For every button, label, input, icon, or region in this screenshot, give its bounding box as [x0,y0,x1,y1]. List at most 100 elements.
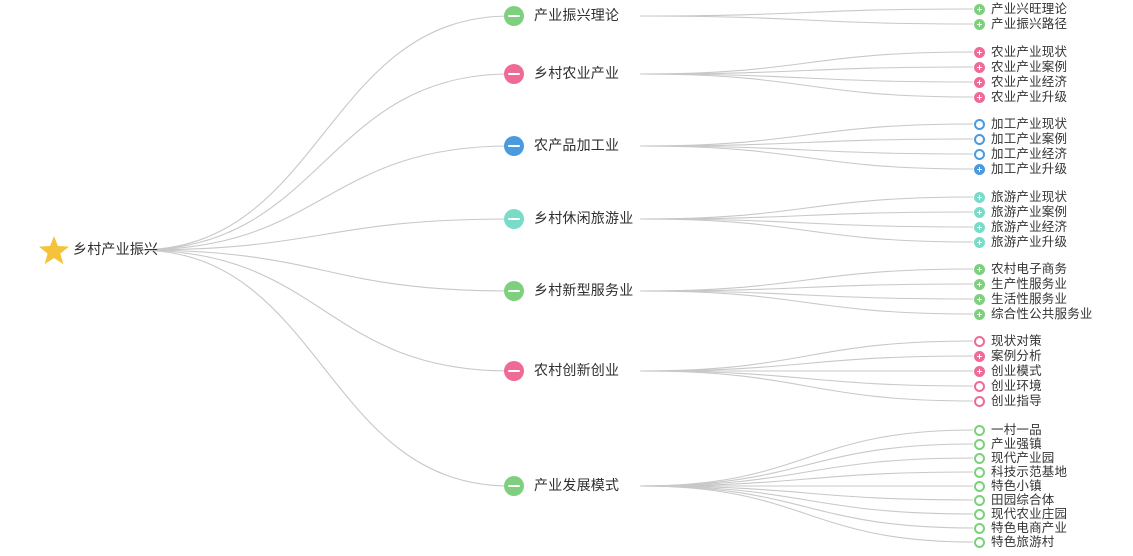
leaf-node[interactable]: 创业指导 [974,394,1042,408]
collapse-toggle-icon[interactable] [504,476,524,496]
branch-node[interactable]: 产业振兴理论 [504,6,619,26]
branch-node[interactable]: 乡村休闲旅游业 [504,209,633,229]
leaf-bullet-icon[interactable] [974,466,985,478]
expand-toggle-icon[interactable] [974,236,985,248]
leaf-node[interactable]: 农村电子商务 [974,261,1068,276]
connector-path [639,485,974,529]
expand-toggle-icon[interactable] [974,365,985,377]
leaf-node[interactable]: 农业产业经济 [974,75,1067,89]
leaf-node[interactable]: 加工产业案例 [974,132,1067,146]
root-node[interactable]: 乡村产业振兴 [38,234,158,266]
leaf-node[interactable]: 生活性服务业 [974,291,1068,306]
expand-toggle-icon[interactable] [974,221,985,233]
leaf-bullet-icon[interactable] [974,480,985,492]
branch-node[interactable]: 农村创新创业 [504,361,619,381]
leaf-bullet-icon[interactable] [974,424,985,436]
expand-toggle-icon[interactable] [974,308,985,320]
branch-label: 乡村农业产业 [534,66,620,82]
collapse-toggle-icon[interactable] [504,281,524,301]
leaf-bullet-icon[interactable] [974,395,985,407]
expand-toggle-icon[interactable] [974,350,985,362]
leaf-node[interactable]: 综合性公共服务业 [974,306,1093,321]
expand-toggle-icon[interactable] [974,18,985,30]
leaf-bullet-icon[interactable] [974,536,985,548]
leaf-label: 农业产业案例 [991,59,1068,74]
leaf-label: 案例分析 [991,348,1042,363]
leaf-bullet-icon[interactable] [974,508,985,520]
expand-toggle-icon[interactable] [974,91,985,103]
leaf-bullet-icon[interactable] [974,494,985,506]
star-icon [38,234,70,266]
leaf-node[interactable]: 田园综合体 [974,493,1055,507]
leaf-node[interactable]: 现状对策 [974,333,1042,348]
expand-toggle-icon[interactable] [974,191,985,203]
expand-toggle-icon[interactable] [974,61,985,73]
leaf-label: 创业模式 [991,363,1042,378]
expand-toggle-icon[interactable] [974,278,985,290]
collapse-toggle-icon[interactable] [504,136,524,156]
leaf-node[interactable]: 旅游产业升级 [974,235,1067,249]
leaf-label: 加工产业升级 [991,161,1068,176]
leaf-node[interactable]: 加工产业经济 [974,147,1067,161]
branch-node[interactable]: 农产品加工业 [504,136,619,156]
expand-toggle-icon[interactable] [974,163,985,175]
leaf-node[interactable]: 生产性服务业 [974,277,1067,291]
connector-path [639,211,974,220]
connector-path [137,249,511,487]
leaf-node[interactable]: 农业产业案例 [974,59,1068,74]
leaf-node[interactable]: 特色小镇 [974,479,1042,493]
leaf-node[interactable]: 科技示范基地 [974,465,1067,479]
leaf-node[interactable]: 旅游产业案例 [974,205,1067,219]
leaf-node[interactable]: 农业产业升级 [974,90,1067,104]
collapse-toggle-icon[interactable] [504,361,524,381]
connector-path [639,485,974,501]
expand-toggle-icon[interactable] [974,3,985,15]
leaf-node[interactable]: 现代产业园 [974,450,1055,465]
branch-label: 农村创新创业 [534,363,620,379]
leaf-label: 现代产业园 [991,450,1055,465]
collapse-toggle-icon[interactable] [504,6,524,26]
connector-path [639,471,974,487]
leaf-node[interactable]: 产业振兴路径 [974,17,1067,31]
leaf-node[interactable]: 加工产业现状 [974,116,1068,131]
leaf-node[interactable]: 特色电商产业 [974,521,1067,535]
leaf-bullet-icon[interactable] [974,148,985,160]
leaf-bullet-icon[interactable] [974,438,985,450]
expand-toggle-icon[interactable] [974,293,985,305]
expand-toggle-icon[interactable] [974,206,985,218]
branch-node[interactable]: 产业发展模式 [504,476,619,496]
leaf-label: 综合性公共服务业 [991,306,1093,321]
leaf-node[interactable]: 产业兴旺理论 [974,2,1067,16]
leaf-label: 生活性服务业 [991,291,1068,306]
leaf-label: 加工产业现状 [991,116,1068,131]
collapse-toggle-icon[interactable] [504,209,524,229]
collapse-toggle-icon[interactable] [504,64,524,84]
leaf-label: 现状对策 [991,333,1042,348]
connector-path [639,355,974,372]
expand-toggle-icon[interactable] [974,46,985,58]
leaf-node[interactable]: 旅游产业经济 [974,220,1067,234]
leaf-node[interactable]: 一村一品 [974,423,1042,437]
leaf-node[interactable]: 旅游产业现状 [974,190,1067,204]
leaf-node[interactable]: 现代农业庄园 [974,507,1067,521]
leaf-node[interactable]: 创业环境 [974,379,1042,393]
leaf-bullet-icon[interactable] [974,522,985,534]
leaf-bullet-icon[interactable] [974,452,985,464]
expand-toggle-icon[interactable] [974,76,985,88]
leaf-node[interactable]: 特色旅游村 [974,535,1055,549]
leaf-bullet-icon[interactable] [974,380,985,392]
leaf-node[interactable]: 农业产业现状 [974,45,1067,59]
connector-path [639,457,974,487]
expand-toggle-icon[interactable] [974,263,985,275]
leaf-bullet-icon[interactable] [974,335,985,347]
leaf-node[interactable]: 案例分析 [974,348,1042,363]
leaf-node[interactable]: 产业强镇 [974,437,1042,451]
branch-node[interactable]: 乡村新型服务业 [504,281,633,301]
leaf-label: 农村电子商务 [991,261,1068,276]
leaf-bullet-icon[interactable] [974,118,985,130]
leaf-node[interactable]: 创业模式 [974,363,1042,378]
branch-node[interactable]: 乡村农业产业 [504,64,619,84]
leaf-bullet-icon[interactable] [974,133,985,145]
leaf-node[interactable]: 加工产业升级 [974,161,1068,176]
